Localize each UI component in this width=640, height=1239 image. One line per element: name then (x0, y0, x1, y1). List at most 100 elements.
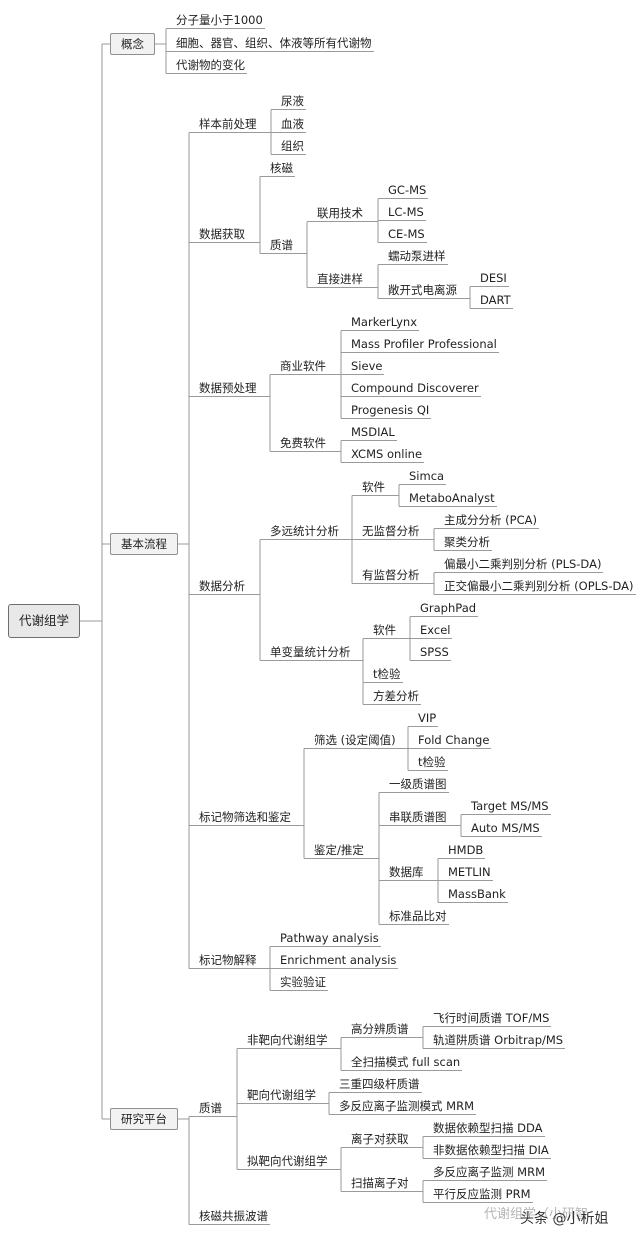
node-platform-ms-pseudo-label: 拟靶向代谢组学 (245, 1154, 330, 1170)
node-flow-preprocess-commercial-label: 商业软件 (278, 359, 328, 375)
node-platform-ms-targeted-items-1: 多反应离子监测模式 MRM (337, 1099, 476, 1115)
node-platform-ms-pseudo-ion-scan-items-0: 多反应离子监测 MRM (431, 1165, 547, 1181)
branch-flow-preprocess-label (259, 374, 278, 452)
node-flow-marker-identify-std: 标准品比对 (387, 909, 449, 925)
node-root: 代谢组学 (8, 604, 81, 638)
node-flow-analysis-label: 数据分析 (197, 579, 247, 595)
node-flow-analysis-multi-unsup-items-1: 聚类分析 (442, 535, 492, 551)
node-flow-acquire-nmr: 核磁 (268, 161, 295, 177)
branch-platform-ms-pseudo-ion-scan-label (411, 1180, 431, 1203)
node-platform-ms-untargeted-hr-label: 高分辨质谱 (349, 1022, 411, 1038)
node-flow-marker-screen-items-0: VIP (416, 711, 439, 727)
node-flow-pretreat-label: 样本前处理 (197, 117, 259, 133)
branch-root (80, 43, 110, 1120)
node-flow-marker-screen-items-1: Fold Change (416, 733, 492, 749)
node-flow-pretreat-items-1: 血液 (279, 117, 306, 133)
branch-flow-analysis-multi-software-label (387, 484, 407, 507)
node-flow-preprocess-commercial-items-1: Mass Profiler Professional (349, 337, 499, 353)
branch-flow-analysis-multi-label (341, 495, 360, 584)
branch-concept-label (155, 28, 174, 74)
watermark-main: 头条 @小析姐 (520, 1211, 609, 1227)
branch-flow-marker-identify-tandem-label (449, 814, 469, 837)
node-flow-analysis-multi-sup-items-0: 偏最小二乘判别分析 (PLS-DA) (442, 557, 604, 573)
node-concept-label: 概念 (110, 33, 155, 55)
branch-flow-interpret-label (259, 946, 278, 991)
node-flow-label: 基本流程 (110, 533, 178, 555)
node-flow-preprocess-free-items-1: XCMS online (349, 447, 425, 463)
node-flow-acquire-ms-direct-ambient-label: 敞开式电离源 (386, 283, 459, 299)
node-flow-interpret-label: 标记物解释 (197, 953, 259, 969)
branch-flow-analysis-label (247, 539, 268, 661)
branch-platform-ms-targeted-label (318, 1092, 337, 1115)
branch-platform-ms-pseudo-label (330, 1147, 349, 1192)
node-flow-acquire-ms-direct-pump: 蠕动泵进样 (386, 249, 448, 265)
node-flow-analysis-multi-software-items-1: MetaboAnalyst (407, 491, 497, 507)
node-flow-marker-screen-label: 筛选 (设定阈值) (312, 733, 398, 749)
node-flow-preprocess-commercial-items-2: Sieve (349, 359, 385, 375)
branch-platform-ms-untargeted-hr-label (411, 1026, 431, 1049)
node-flow-preprocess-free-label: 免费软件 (278, 436, 328, 452)
branch-flow-pretreat-label (259, 109, 279, 155)
node-flow-marker-screen-items-2: t检验 (416, 755, 448, 771)
node-platform-ms-untargeted-fullscan: 全扫描模式 full scan (349, 1055, 463, 1071)
branch-flow-acquire-ms-coupled-label (365, 198, 386, 243)
branch-flow-analysis-uni-label (353, 638, 371, 705)
node-flow-marker-identify-db-items-2: MassBank (446, 887, 508, 903)
branch-platform-ms-label (224, 1048, 245, 1170)
node-concept-items-0: 分子量小于1000 (174, 13, 265, 29)
branch-flow-acquire-label (247, 176, 268, 254)
node-platform-ms-pseudo-ion-acq-label: 离子对获取 (349, 1132, 411, 1148)
node-flow-analysis-uni-label: 单变量统计分析 (268, 645, 353, 661)
node-platform-ms-pseudo-ion-acq-items-1: 非数据依赖型扫描 DIA (431, 1143, 551, 1159)
branch-flow-preprocess-commercial-label (328, 330, 349, 419)
node-flow-analysis-uni-ttest: t检验 (371, 667, 403, 683)
node-platform-nmr: 核磁共振波谱 (197, 1209, 270, 1225)
node-flow-analysis-multi-label: 多远统计分析 (268, 524, 341, 540)
branch-flow-marker-identify-label (366, 792, 387, 925)
branch-flow-marker-screen-label (398, 726, 416, 771)
node-platform-ms-label: 质谱 (197, 1101, 224, 1117)
branch-flow-label (178, 132, 197, 969)
branch-flow-acquire-ms-label (295, 221, 315, 288)
node-platform-ms-targeted-label: 靶向代谢组学 (245, 1088, 318, 1104)
branch-flow-acquire-ms-direct-ambient-label (459, 286, 478, 309)
node-platform-label: 研究平台 (110, 1108, 178, 1130)
node-flow-acquire-label: 数据获取 (197, 227, 247, 243)
node-flow-analysis-uni-software-items-0: GraphPad (418, 601, 479, 617)
node-concept-items-2: 代谢物的变化 (174, 58, 247, 74)
watermark-faint: 代谢组学（小研智 (484, 1207, 589, 1222)
node-flow-analysis-uni-anova: 方差分析 (371, 689, 421, 705)
node-platform-ms-targeted-items-0: 三重四级杆质谱 (337, 1077, 422, 1093)
node-flow-analysis-multi-unsup-items-0: 主成分分析 (PCA) (442, 513, 539, 529)
node-flow-pretreat-items-2: 组织 (279, 139, 306, 155)
node-flow-acquire-ms-coupled-items-0: GC-MS (386, 183, 429, 199)
node-flow-acquire-ms-coupled-items-1: LC-MS (386, 205, 426, 221)
node-platform-ms-untargeted-label: 非靶向代谢组学 (245, 1033, 330, 1049)
node-flow-acquire-ms-direct-ambient-items-0: DESI (478, 271, 509, 287)
node-flow-analysis-multi-sup-label: 有监督分析 (360, 568, 422, 584)
node-flow-marker-identify-label: 鉴定/推定 (312, 843, 366, 859)
node-flow-analysis-multi-software-items-0: Simca (407, 469, 447, 485)
node-flow-marker-label: 标记物筛选和鉴定 (197, 810, 293, 826)
node-flow-marker-identify-db-label: 数据库 (387, 865, 426, 881)
branch-flow-marker-label (293, 748, 312, 859)
node-flow-interpret-items-1: Enrichment analysis (278, 953, 399, 969)
branch-flow-acquire-ms-direct-label (365, 264, 386, 299)
node-flow-marker-identify-tandem-label: 串联质谱图 (387, 810, 449, 826)
branch-flow-marker-identify-db-label (426, 858, 446, 903)
node-flow-preprocess-commercial-items-4: Progenesis QI (349, 403, 432, 419)
node-flow-preprocess-free-items-0: MSDIAL (349, 425, 397, 441)
node-flow-analysis-uni-software-label: 软件 (371, 623, 398, 639)
node-platform-ms-untargeted-hr-items-0: 飞行时间质谱 TOF/MS (431, 1011, 552, 1027)
node-platform-ms-untargeted-hr-items-1: 轨道阱质谱 Orbitrap/MS (431, 1033, 566, 1049)
node-flow-acquire-ms-coupled-label: 联用技术 (315, 206, 365, 222)
node-flow-analysis-multi-sup-items-1: 正交偏最小二乘判别分析 (OPLS-DA) (442, 579, 636, 595)
branch-platform-label (178, 1116, 197, 1225)
node-flow-analysis-uni-software-items-2: SPSS (418, 645, 451, 661)
node-flow-preprocess-label: 数据预处理 (197, 381, 259, 397)
node-flow-preprocess-commercial-items-0: MarkerLynx (349, 315, 420, 331)
branch-flow-preprocess-free-label (328, 440, 349, 463)
node-platform-ms-pseudo-ion-scan-label: 扫描离子对 (349, 1176, 411, 1192)
node-flow-marker-identify-db-items-1: METLIN (446, 865, 493, 881)
branch-flow-analysis-multi-unsup-label (422, 528, 442, 551)
